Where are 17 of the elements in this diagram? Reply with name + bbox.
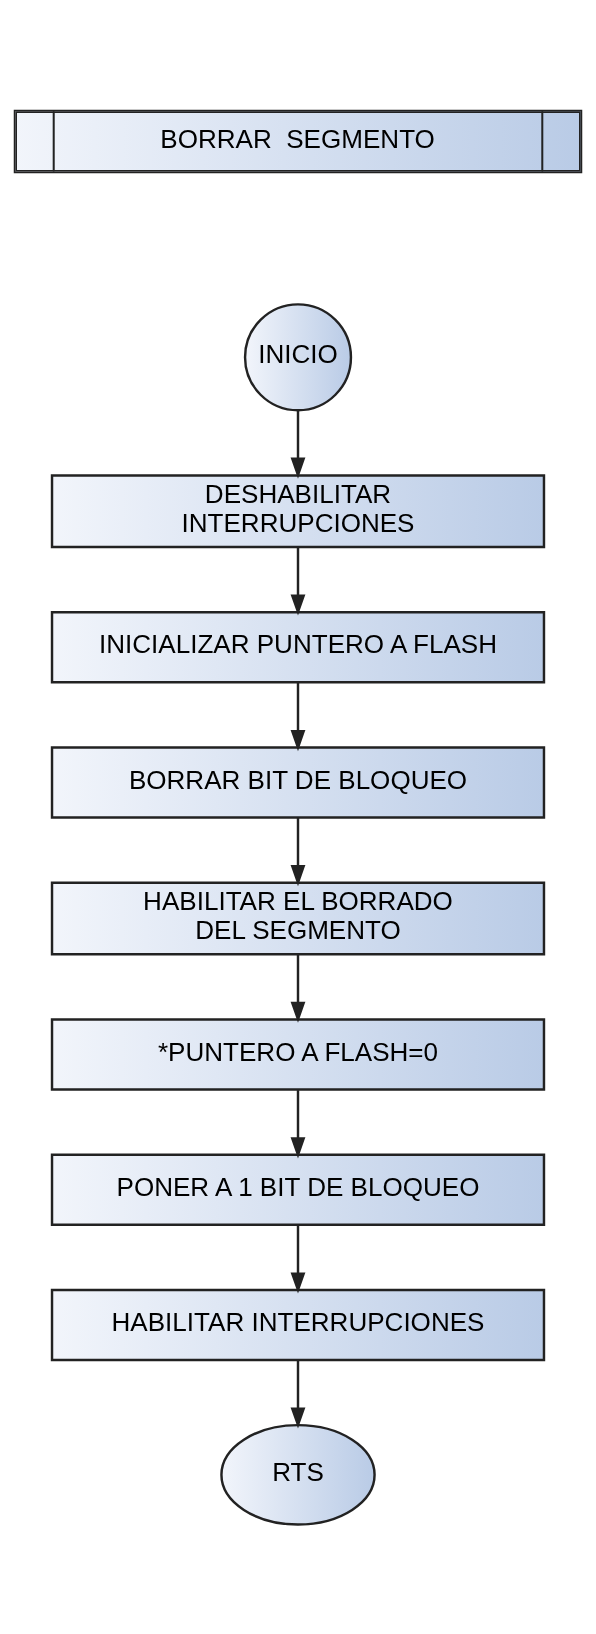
node-circle: INICIO [243,302,353,411]
node-box: HABILITAR EL BORRADO DEL SEGMENTO [50,880,546,956]
arrow [290,409,306,479]
arrow [290,682,306,751]
node-ellipse: RTS [220,1423,376,1526]
node-box: PONER A 1 BIT DE BLOQUEO [50,1153,546,1226]
arrow [290,1089,306,1158]
arrow [290,547,306,616]
node-box: DESHABILITAR INTERRUPCIONES [50,473,546,548]
node-box: *PUNTERO A FLASH=0 [50,1017,546,1091]
arrow [290,817,306,886]
arrow [290,1360,306,1429]
arrow [290,954,306,1023]
node-box: INICIALIZAR PUNTERO A FLASH [50,610,546,683]
arrow [290,1224,306,1294]
node-box: HABILITAR INTERRUPCIONES [50,1288,546,1361]
node-box: BORRAR BIT DE BLOQUEO [50,745,546,819]
